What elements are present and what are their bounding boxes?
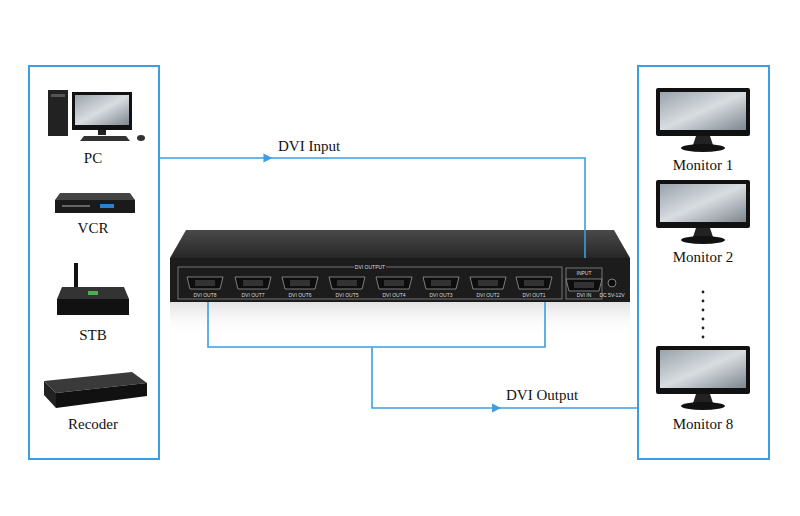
ellipsis-dots: [702, 291, 705, 339]
connector-line: [160, 158, 585, 258]
dvi-port: [566, 279, 602, 291]
splitter-device: [170, 230, 630, 336]
port-label: DVI OUT7: [240, 292, 265, 298]
device-label: Monitor 2: [673, 248, 733, 266]
pc-monitor: [72, 92, 132, 130]
stb-logo: [88, 291, 98, 295]
output-frame: [178, 267, 562, 299]
recorder-side: [44, 381, 56, 408]
recorder-front: [56, 383, 147, 408]
source-device: STB: [75, 325, 111, 345]
source-device: PC: [80, 148, 106, 168]
source-device: VCR: [74, 218, 113, 238]
pc-screen: [75, 95, 129, 125]
vcr-icon: [55, 193, 135, 213]
pc-tower: [48, 90, 68, 136]
stb-front: [57, 299, 129, 315]
arrow-head: [492, 404, 501, 413]
port-label: DVI OUT8: [192, 292, 217, 298]
signal-label: DVI Input: [276, 137, 342, 155]
dvi-port: [423, 277, 459, 289]
dvi-port: [329, 277, 365, 289]
dvi-port: [187, 277, 223, 289]
vcr-front: [55, 200, 135, 213]
device-label: VCR: [78, 219, 109, 237]
stb-antenna: [74, 263, 78, 289]
monitor-node: Monitor 2: [669, 247, 737, 267]
dvi-port: [470, 277, 506, 289]
pc-stand: [98, 130, 106, 135]
input-frame: [566, 268, 602, 299]
stb-top: [57, 287, 129, 299]
monitor-node: Monitor 1: [669, 155, 737, 175]
port-label: DVI IN: [576, 292, 593, 298]
stb-icon: [57, 263, 129, 315]
monitor-node: Monitor 8: [669, 414, 737, 434]
recorder-icon: [44, 372, 147, 408]
monitor-icon: [656, 180, 750, 244]
device-top: [170, 230, 630, 258]
dvi-port: [516, 277, 552, 289]
monitor-icon: [656, 346, 750, 410]
port-label: DVI OUTPUT: [354, 264, 386, 270]
port-label: DVI OUT1: [521, 292, 546, 298]
pc-drive: [51, 94, 65, 97]
display-panel: Monitor 1 Monitor 2 Monitor 8: [637, 65, 770, 460]
signal-connector: [160, 154, 585, 259]
source-device: Recoder: [64, 414, 122, 434]
device-label: Recoder: [68, 415, 118, 433]
device-label: Monitor 8: [673, 415, 733, 433]
pc-icon: [48, 90, 145, 141]
signal-connector: [208, 302, 637, 413]
port-label: INPUT: [576, 270, 593, 276]
port-label: DVI OUT2: [475, 292, 500, 298]
monitor-icon: [656, 88, 750, 152]
device-front: [170, 258, 630, 302]
device-label: Monitor 1: [673, 156, 733, 174]
vcr-slot: [62, 205, 90, 207]
port-label: DVI OUT3: [428, 292, 453, 298]
arrow-head: [263, 154, 272, 163]
port-label: DC 5V-12V: [598, 292, 625, 298]
splitter-box: DVI OUTPUT DVI OUT8 DVI OUT7 DVI OUT6 DVI OU…: [170, 258, 630, 302]
device-label: PC: [84, 149, 102, 167]
device-label: STB: [79, 326, 107, 344]
power-jack: [608, 279, 616, 287]
dvi-port: [282, 277, 318, 289]
signal-label: DVI Output: [504, 386, 580, 404]
connector-line: [208, 302, 637, 408]
dvi-port: [376, 277, 412, 289]
port-label: DVI OUT4: [381, 292, 406, 298]
pc-mouse: [137, 135, 145, 141]
dvi-port: [235, 277, 271, 289]
vcr-display: [100, 204, 114, 208]
port-label: DVI OUT6: [287, 292, 312, 298]
device-reflection: [170, 302, 630, 336]
pc-keyboard: [80, 136, 130, 141]
source-panel: PC VCR STB Recoder: [28, 65, 160, 460]
vcr-top: [55, 193, 135, 200]
port-label: DVI OUT5: [334, 292, 359, 298]
